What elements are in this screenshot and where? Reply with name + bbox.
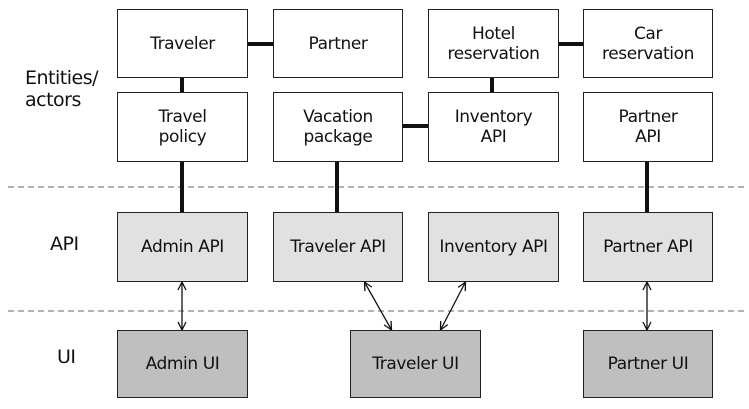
partner-ui-box: Partner UI <box>583 330 713 398</box>
entity-hotel-reservation: Hotel reservation <box>428 9 559 78</box>
entity-car-reservation: Car reservation <box>583 9 713 78</box>
row-label-ui: UI <box>57 346 76 368</box>
entity-travel-policy: Travel policy <box>117 92 248 162</box>
entity-partner: Partner <box>273 9 403 78</box>
admin-ui-box: Admin UI <box>117 330 248 398</box>
traveler-ui-box: Traveler UI <box>350 330 481 398</box>
traveler-api-box: Traveler API <box>273 212 403 282</box>
arrow-travelerapi-travelerui <box>365 283 391 329</box>
partner-api-box: Partner API <box>583 212 713 282</box>
entity-vacation-package: Vacation package <box>273 92 403 162</box>
inventory-api-box: Inventory API <box>428 212 559 282</box>
entity-partner-api: Partner API <box>583 92 713 162</box>
admin-api-box: Admin API <box>117 212 248 282</box>
entity-inventory-api: Inventory API <box>428 92 559 162</box>
entity-traveler: Traveler <box>117 9 248 78</box>
row-label-entities: Entities/ actors <box>25 67 99 111</box>
row-label-api: API <box>50 233 79 255</box>
arrow-inventoryapi-travelerui <box>441 283 465 329</box>
